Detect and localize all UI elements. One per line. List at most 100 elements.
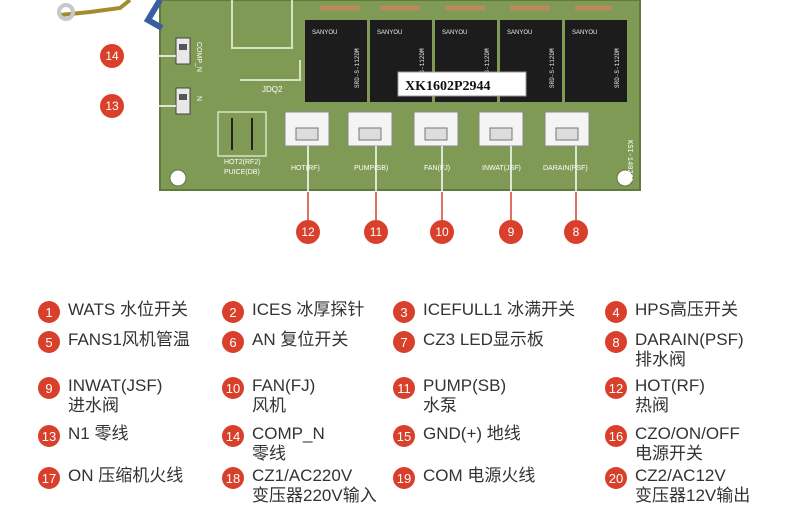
legend-number: 5: [38, 331, 60, 353]
svg-text:HOT(RF): HOT(RF): [291, 165, 320, 172]
legend-number: 1: [38, 301, 60, 323]
legend-item-17: 17 ON 压缩机火线: [38, 466, 183, 489]
legend-label: FANS1风机管温: [68, 330, 190, 349]
legend-number: 20: [605, 467, 627, 489]
legend-sublabel: 零线: [252, 444, 286, 463]
svg-text:SANYOU: SANYOU: [507, 30, 532, 36]
svg-text:9: 9: [508, 225, 515, 239]
legend-item-15: 15 GND(+) 地线: [393, 424, 521, 447]
legend-item-13: 13 N1 零线: [38, 424, 128, 447]
legend-number: 9: [38, 377, 60, 399]
relay-bank: SANYOU SANYOU SANYOU SANYOU SANYOU SRD-S…: [305, 20, 627, 102]
serial-sticker: [397, 71, 527, 97]
svg-text:SRD-S-112DM: SRD-S-112DM: [614, 48, 621, 88]
legend-item-2: 2 ICES 冰厚探针: [222, 300, 364, 323]
legend-sublabel: 进水阀: [68, 396, 119, 415]
hot2-label: HOT2(RF2): [224, 159, 261, 166]
legend-label: ICEFULL1 冰满开关: [423, 300, 576, 319]
legend-sublabel: 变压器12V输出: [635, 486, 751, 505]
legend-number: 19: [393, 467, 415, 489]
legend-number: 4: [605, 301, 627, 323]
legend-label: DARAIN(PSF): [635, 330, 744, 349]
legend-number: 15: [393, 425, 415, 447]
legend-item-11: 11 PUMP(SB) 水泵: [393, 376, 506, 416]
legend-label: COMP_N: [252, 424, 325, 443]
legend-item-14: 14 COMP_N 零线: [222, 424, 325, 464]
legend-label: ON 压缩机火线: [68, 466, 184, 485]
relay-5: [565, 20, 627, 102]
legend-number: 18: [222, 467, 244, 489]
legend-item-18: 18 CZ1/AC220V 变压器220V输入: [222, 466, 377, 506]
legend-sublabel: 电源开关: [635, 444, 703, 463]
comp-n-header: [175, 37, 191, 65]
connector-pump: PUMP(SB): [347, 111, 393, 172]
legend-sublabel: 变压器220V输入: [252, 486, 377, 505]
legend-label: CZ2/AC12V: [635, 466, 726, 485]
legend-sublabel: 水泵: [423, 396, 457, 415]
legend-item-6: 6 AN 复位开关: [222, 330, 348, 353]
legend-sublabel: 热阀: [635, 396, 669, 415]
legend-item-10: 10 FAN(FJ) 风机: [222, 376, 315, 416]
legend-label: HPS高压开关: [635, 300, 738, 319]
svg-text:SANYOU: SANYOU: [377, 30, 402, 36]
legend-label: COM 电源火线: [423, 466, 536, 485]
legend-label: WATS 水位开关: [68, 300, 188, 319]
legend-number: 2: [222, 301, 244, 323]
svg-text:DARAIN(PSF): DARAIN(PSF): [543, 165, 588, 172]
legend-number: 12: [605, 377, 627, 399]
legend-label: AN 复位开关: [252, 330, 349, 349]
svg-text:8: 8: [573, 225, 580, 239]
svg-text:SANYOU: SANYOU: [442, 30, 467, 36]
circuit-board-photo: JDQ2 SANYOU SANYOU SANYOU SANYOU SANYOU …: [0, 0, 790, 255]
svg-text:14: 14: [105, 49, 119, 63]
legend-number: 11: [393, 377, 415, 399]
legend-label: N1 零线: [68, 424, 129, 443]
callout-11: [364, 220, 388, 244]
connector-fan: FAN(FJ): [413, 111, 459, 172]
connector-inwat: INWAT(JSF): [478, 111, 524, 172]
legend-number: 13: [38, 425, 60, 447]
legend-number: 3: [393, 301, 415, 323]
legend-item-5: 5 FANS1风机管温: [38, 330, 190, 353]
legend-item-9: 9 INWAT(JSF) 进水阀: [38, 376, 162, 416]
wiring-legend: 1 WATS 水位开关 2 ICES 冰厚探针 3 ICEFULL1 冰满开关 …: [0, 290, 790, 520]
connector-darain: DARAIN(PSF): [543, 111, 590, 172]
n-header: [175, 87, 191, 115]
legend-item-8: 8 DARAIN(PSF) 排水阀: [605, 330, 744, 370]
svg-text:11: 11: [370, 225, 383, 239]
svg-text:SRD-S-112DM: SRD-S-112DM: [419, 48, 426, 88]
svg-text:INWAT(JSF): INWAT(JSF): [482, 165, 521, 172]
svg-text:SANYOU: SANYOU: [312, 30, 337, 36]
legend-label: PUMP(SB): [423, 376, 507, 395]
callout-13: [100, 94, 124, 118]
legend-label: ICES 冰厚探针: [252, 300, 365, 319]
svg-text:SRD-S-112DM: SRD-S-112DM: [549, 48, 556, 88]
svg-text:13: 13: [105, 99, 119, 113]
callout-8: [564, 220, 588, 244]
svg-text:SRD-S-112DM: SRD-S-112DM: [484, 48, 491, 88]
legend-label: CZ3 LED显示板: [423, 330, 544, 349]
connector-hot: HOT(RF): [284, 111, 330, 172]
puice-label: PUICE(DB): [224, 169, 260, 176]
serial-number: XK1602P2944: [405, 79, 491, 94]
callout-10: [430, 220, 454, 244]
legend-item-3: 3 ICEFULL1 冰满开关: [393, 300, 575, 323]
legend-item-4: 4 HPS高压开关: [605, 300, 738, 323]
legend-number: 10: [222, 377, 244, 399]
legend-number: 14: [222, 425, 244, 447]
legend-number: 6: [222, 331, 244, 353]
svg-text:10: 10: [435, 225, 449, 239]
svg-text:PUMP(SB): PUMP(SB): [354, 165, 388, 172]
legend-number: 17: [38, 467, 60, 489]
legend-item-16: 16 CZO/ON/OFF 电源开关: [605, 424, 740, 464]
legend-label: CZ1/AC220V: [252, 466, 353, 485]
legend-number: 7: [393, 331, 415, 353]
legend-item-20: 20 CZ2/AC12V 变压器12V输出: [605, 466, 750, 506]
board-label-jdq2: JDQ2: [262, 85, 283, 94]
n-label: N: [195, 96, 202, 101]
callout-12: [296, 220, 320, 244]
board-vertical-text: KSI-14022A: [625, 140, 633, 183]
callout-14: [100, 44, 124, 68]
legend-item-12: 12 HOT(RF) 热阀: [605, 376, 705, 416]
callout-9: [499, 220, 523, 244]
